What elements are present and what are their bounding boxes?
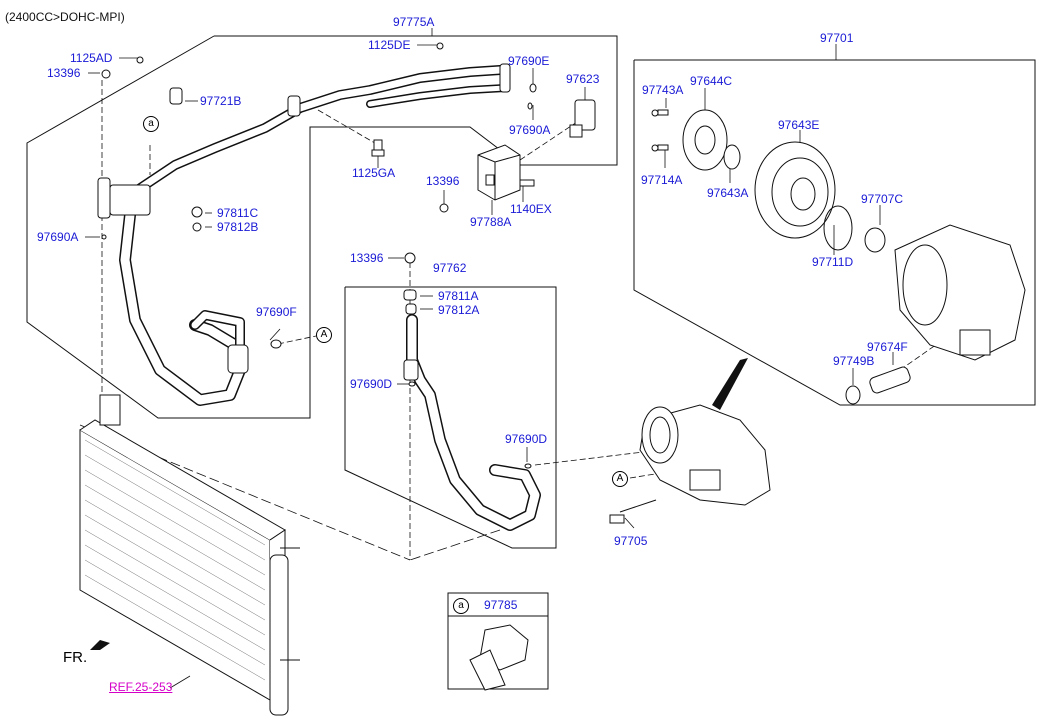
liquid-hose-lower (119, 209, 246, 406)
part-label-97690D-right[interactable]: 97690D (505, 432, 548, 446)
part-label-97714A[interactable]: 97714A (641, 173, 683, 187)
part-label-1125GA[interactable]: 1125GA (352, 166, 396, 180)
part-label-97690A-lower[interactable]: 97690A (37, 230, 79, 244)
part-label-97690D-left[interactable]: 97690D (350, 377, 393, 391)
part-label-97701[interactable]: 97701 (820, 31, 854, 45)
part-label-97785[interactable]: 97785 (484, 598, 518, 612)
part-label-97644C[interactable]: 97644C (690, 74, 733, 88)
part-label-1125DE[interactable]: 1125DE (368, 38, 411, 52)
part-label-97721B[interactable]: 97721B (200, 94, 242, 108)
callout-A-hose[interactable]: A (316, 327, 332, 343)
part-label-97643A[interactable]: 97643A (707, 186, 749, 200)
part-97749B (845, 385, 861, 405)
part-label-97775A[interactable]: 97775A (393, 15, 435, 29)
front-label: FR. (63, 649, 88, 666)
part-label-97690F[interactable]: 97690F (256, 305, 297, 319)
part-label-97811A[interactable]: 97811A (438, 289, 479, 303)
part-label-13396-mid[interactable]: 13396 (426, 174, 460, 188)
part-97788A (477, 144, 521, 201)
pointer-arrow (712, 358, 748, 410)
part-label-13396-top[interactable]: 13396 (47, 66, 81, 80)
frame-hose-group (26, 35, 618, 419)
part-label-97788A[interactable]: 97788A (470, 215, 512, 229)
part-label-97743A[interactable]: 97743A (642, 83, 684, 97)
front-arrow (90, 640, 110, 650)
part-97707C (864, 227, 886, 253)
part-97643A (723, 144, 741, 170)
part-97623 (574, 99, 596, 131)
part-label-97812A[interactable]: 97812A (438, 303, 480, 317)
part-label-13396-lower[interactable]: 13396 (350, 251, 384, 265)
callout-A-compressor[interactable]: A (612, 471, 628, 487)
frame-97785 (447, 592, 549, 690)
frame-discharge-hose (344, 286, 557, 549)
part-label-97623[interactable]: 97623 (566, 72, 600, 86)
part-label-97707C[interactable]: 97707C (861, 192, 904, 206)
part-97711D (823, 205, 853, 251)
part-label-97762[interactable]: 97762 (433, 261, 467, 275)
part-label-97643E[interactable]: 97643E (778, 118, 820, 132)
part-label-1140EX[interactable]: 1140EX (510, 202, 552, 216)
part-label-97674F[interactable]: 97674F (867, 340, 908, 354)
part-label-97690A-upper[interactable]: 97690A (509, 123, 551, 137)
part-label-97749B[interactable]: 97749B (833, 354, 875, 368)
engine-note: (2400CC>DOHC-MPI) (5, 10, 125, 24)
callout-a-hose[interactable]: a (143, 116, 159, 132)
part-label-1125AD[interactable]: 1125AD (70, 51, 113, 65)
part-label-97711D[interactable]: 97711D (812, 255, 854, 269)
part-label-97812B[interactable]: 97812B (217, 220, 259, 234)
part-label-97690E[interactable]: 97690E (508, 54, 550, 68)
discharge-hose (406, 314, 541, 531)
part-97674F (869, 366, 911, 394)
reference-link[interactable]: REF.25-253 (109, 680, 173, 694)
part-label-97811C[interactable]: 97811C (217, 206, 259, 220)
frame-compressor-kit (633, 59, 1036, 406)
part-label-97705[interactable]: 97705 (614, 534, 648, 548)
callout-a-box[interactable]: a (453, 598, 469, 614)
